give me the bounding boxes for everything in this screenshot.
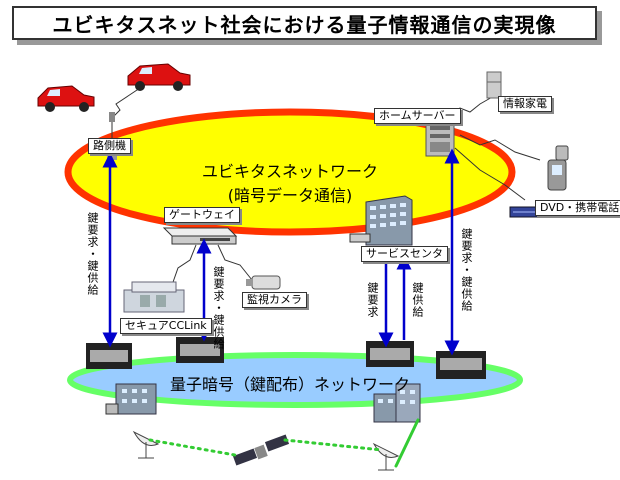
page-title: ユビキタスネット社会における量子情報通信の実現像 (12, 6, 597, 40)
qkd-node-icon (86, 343, 132, 369)
service-center-label: サービスセンタ (361, 246, 448, 262)
info-appliance-label: 情報家電 (498, 96, 552, 112)
station-building-icon (105, 383, 157, 415)
gateway-device-icon (162, 227, 238, 245)
left-link-label: 鍵要求・鍵供給 (86, 212, 99, 296)
service-center-building-icon (349, 195, 413, 246)
gateway-label: ゲートウェイ (164, 207, 240, 223)
secure-link-label: セキュアCCLink (120, 318, 212, 334)
camera-icon (246, 275, 281, 290)
service-supply-label: 鍵供給 (411, 282, 424, 318)
wireless-link-phone (459, 134, 541, 161)
lower-ring-title: 量子暗号（鍵配布）ネットワーク (169, 375, 410, 394)
station-link (394, 418, 420, 468)
wireless-link-secure (171, 244, 197, 286)
service-request-label: 鍵要求 (366, 282, 379, 318)
fridge-icon (486, 71, 502, 99)
car-icon (127, 63, 191, 91)
home-server-label: ホームサーバー (374, 108, 461, 124)
right-link-label: 鍵要求・鍵供給 (460, 228, 473, 312)
car-icon (37, 85, 95, 112)
roadside-unit-label: 路側機 (88, 138, 131, 154)
satellite-dish-icon (132, 430, 160, 459)
upper-ring-line2: (暗号データ通信) (227, 186, 353, 205)
wireless-link-camera (217, 244, 253, 281)
upper-ring-title: ユビキタスネットワーク (暗号データ通信) (190, 158, 390, 206)
upper-ring-line1: ユビキタスネットワーク (201, 162, 378, 181)
mobile-phone-icon (547, 145, 569, 191)
wireless-link-dvd (454, 147, 526, 201)
satellite-dish-icon (372, 442, 400, 471)
camera-label: 監視カメラ (242, 292, 307, 308)
home-server-icon (425, 121, 455, 157)
office-building-icon (373, 383, 421, 423)
gateway-link-label: 鍵要求・鍵供給 (212, 266, 225, 350)
qkd-node-icon (436, 351, 486, 379)
qkd-node-icon (176, 337, 224, 363)
dvd-phone-label: DVD・携帯電話 (535, 200, 620, 216)
satellite-icon (232, 434, 290, 466)
secure-link-equipment-icon (123, 281, 185, 313)
qkd-node-icon (366, 341, 414, 367)
satellite-link (148, 438, 384, 457)
